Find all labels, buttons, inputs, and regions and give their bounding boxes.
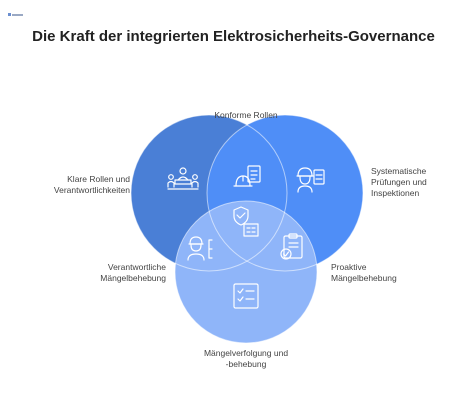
brand-logo-icon (8, 13, 23, 16)
label-maengelverfolgung: Mängelverfolgung und -behebung (203, 348, 289, 369)
shield-building-icon (233, 206, 259, 237)
worker-bracket-icon (187, 236, 213, 261)
label-klare-rollen: Klare Rollen und Verantwortlichkeiten (53, 174, 130, 195)
label-konforme-rollen: Konforme Rollen (214, 110, 278, 120)
checklist-icon (233, 283, 259, 309)
clipboard-check-icon (280, 233, 303, 260)
hardhat-checklist-icon (233, 165, 261, 187)
label-proaktive-maengelbehebung: Proaktive Mängelbehebung (331, 262, 397, 283)
label-systematische-pruefungen: Systematische Prüfungen und Inspektionen (371, 166, 427, 198)
label-verantwortliche-maengelbehebung: Verantwortliche Mängelbehebung (100, 262, 166, 283)
page-title: Die Kraft der integrierten Elektrosicher… (32, 28, 435, 45)
people-meeting-icon (167, 167, 199, 190)
worker-checklist-icon (296, 167, 325, 193)
circle-defect-tracking (175, 201, 317, 343)
